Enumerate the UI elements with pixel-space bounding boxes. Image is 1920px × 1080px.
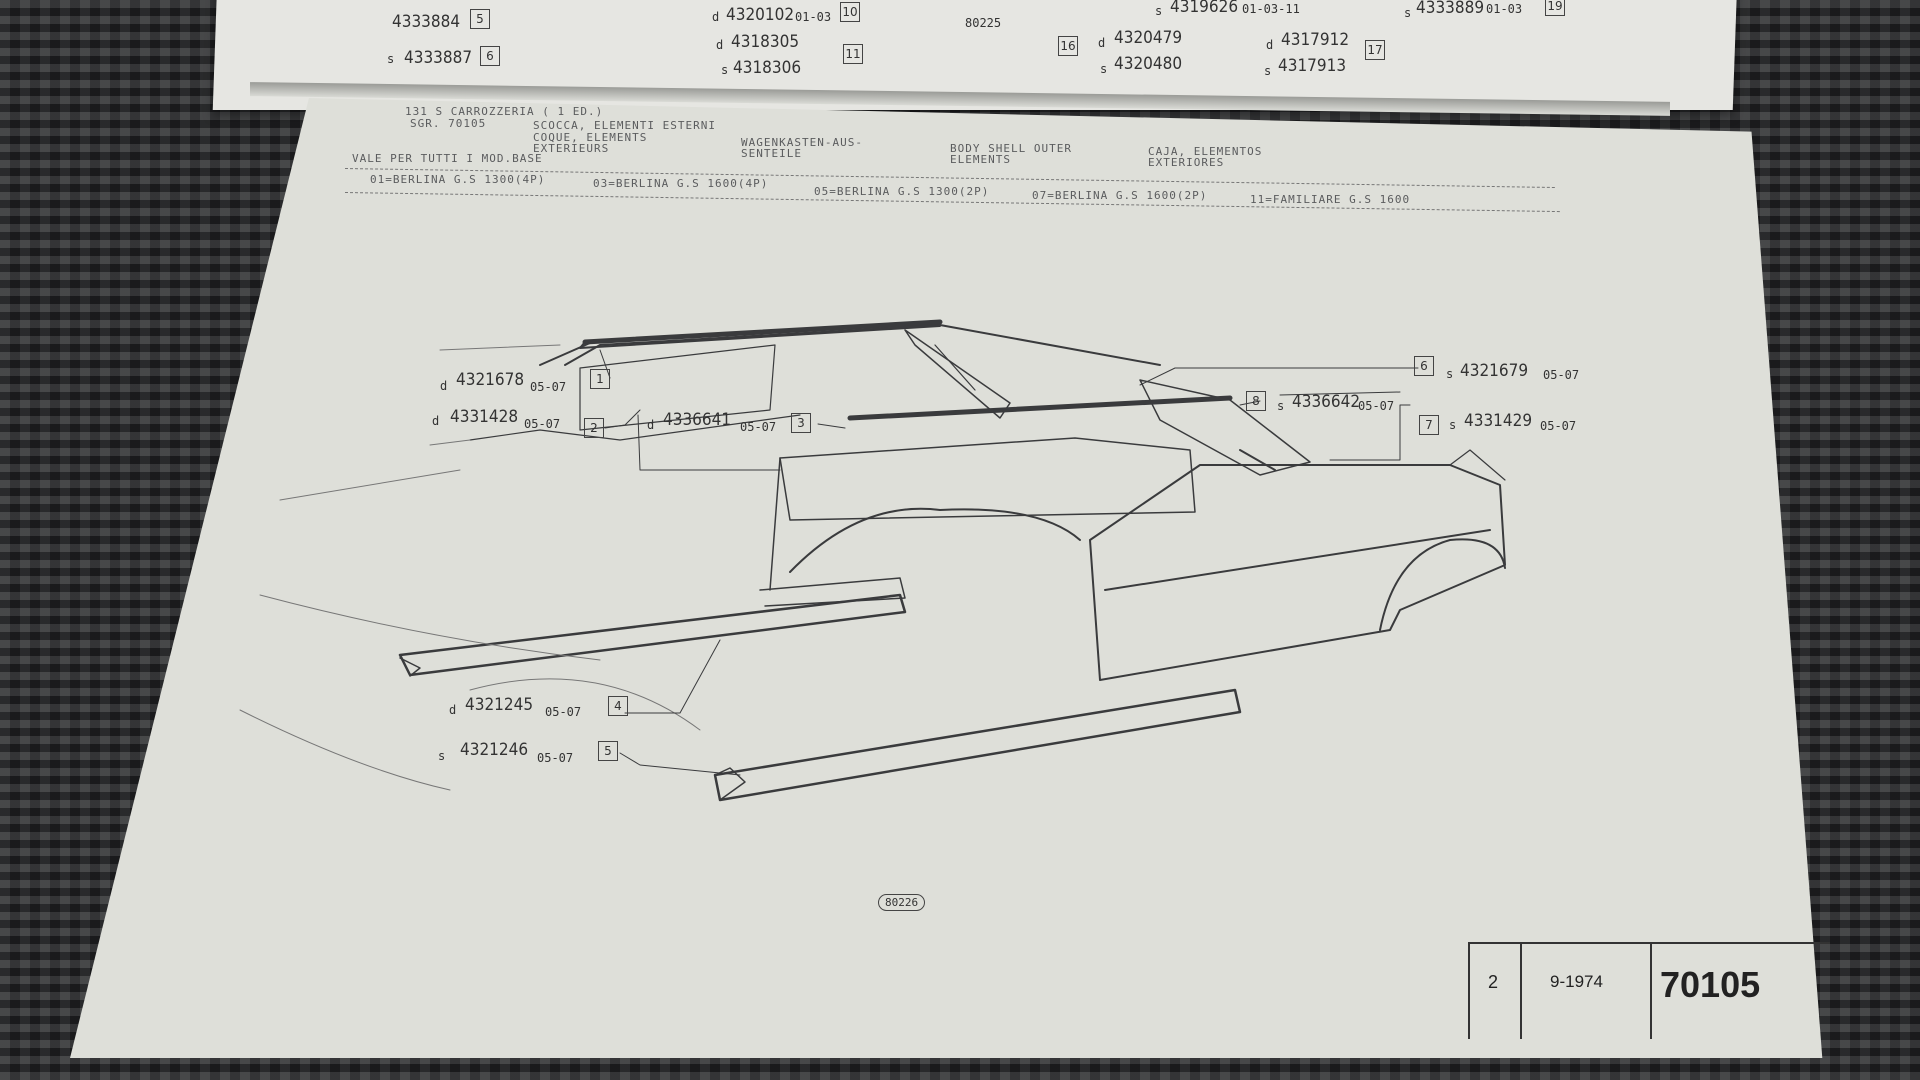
- side-code: s: [387, 52, 395, 66]
- header-french: COQUE, ELEMENTS: [533, 131, 648, 144]
- part-number: 4336641: [663, 410, 732, 430]
- group-number: 70105: [1660, 964, 1761, 1005]
- ref-box: 4: [608, 696, 628, 716]
- model-range: 05-07: [740, 420, 777, 434]
- ref-box: 16: [1058, 36, 1078, 56]
- ref-box: 3: [791, 413, 811, 433]
- model-range: 05-07: [1358, 399, 1395, 413]
- catalog-page: [70, 98, 1823, 1058]
- part-number: 4320102: [726, 5, 795, 25]
- ref-box: 5: [470, 9, 490, 29]
- header-base-note: VALE PER TUTTI I MOD.BASE: [352, 152, 543, 165]
- side-code: d: [1266, 38, 1274, 52]
- b-pillar: [904, 329, 1011, 419]
- rear-sill: [713, 688, 1242, 802]
- date-cell: 9-1974: [1520, 944, 1652, 1039]
- side-code: s: [1100, 62, 1108, 76]
- part-number: 4319626: [1170, 0, 1239, 17]
- part-number: 4336642: [1292, 392, 1361, 412]
- header-english-2: ELEMENTS: [950, 153, 1011, 166]
- side-code: d: [647, 418, 655, 432]
- drawing-code: 80225: [965, 16, 1002, 30]
- part-number: 4321679: [1460, 361, 1529, 381]
- part-number: 4333887: [404, 48, 473, 68]
- side-code: d: [1098, 36, 1106, 50]
- part-number: 4331428: [450, 407, 519, 427]
- ref-box: 1: [590, 369, 610, 389]
- part-number: 4321246: [460, 740, 529, 760]
- header-french-2: EXTERIEURS: [533, 142, 610, 155]
- part-number: 4318306: [733, 58, 802, 78]
- part-number: 4333889: [1416, 0, 1485, 18]
- edition-date: 9-1974: [1550, 972, 1603, 991]
- ref-box: 11: [843, 44, 863, 64]
- roof-rail-molding: [582, 319, 943, 345]
- drip-molding: [847, 395, 1233, 421]
- part-number: 4317913: [1278, 56, 1347, 76]
- side-code: s: [721, 63, 729, 77]
- header-italian: SCOCCA, ELEMENTI ESTERNI: [533, 119, 716, 132]
- part-number: 4320480: [1114, 54, 1183, 74]
- side-code: s: [1446, 367, 1454, 381]
- header-spanish-2: EXTERIORES: [1148, 156, 1225, 169]
- ref-box: 8: [1246, 391, 1266, 411]
- model-range: 05-07: [1543, 368, 1580, 382]
- part-number: 4318305: [731, 32, 800, 52]
- side-code: s: [438, 749, 446, 763]
- part-number: 4331429: [1464, 411, 1533, 431]
- model-range: 05-07: [530, 380, 567, 394]
- side-code: d: [449, 703, 457, 717]
- model-code: 11=FAMILIARE G.S 1600: [1250, 193, 1411, 206]
- ref-box: 10: [840, 2, 860, 22]
- ref-box: 17: [1365, 40, 1385, 60]
- header-english: BODY SHELL OUTER: [950, 142, 1072, 155]
- part-number: 4321245: [465, 695, 534, 715]
- side-code: d: [712, 10, 720, 24]
- model-code: 07=BERLINA G.S 1600(2P): [1032, 189, 1208, 202]
- model-range: 01-03-11: [1242, 2, 1300, 16]
- side-code: s: [1449, 418, 1457, 432]
- header-german-2: SENTEILE: [741, 147, 802, 160]
- ref-box: 2: [584, 418, 604, 438]
- sheet-number: 2: [1488, 972, 1499, 992]
- ref-box: 6: [1414, 356, 1434, 376]
- model-range: 01-03: [1486, 2, 1523, 16]
- header-german: WAGENKASTEN-AUS-: [741, 136, 863, 149]
- ref-box: 6: [480, 46, 500, 66]
- side-code: s: [1264, 64, 1272, 78]
- part-number: 4321678: [456, 370, 525, 390]
- part-number: 4317912: [1281, 30, 1350, 50]
- side-code: d: [440, 379, 448, 393]
- side-code: d: [716, 38, 724, 52]
- model-code: 03=BERLINA G.S 1600(4P): [593, 177, 769, 190]
- header-spanish: CAJA, ELEMENTOS: [1148, 145, 1263, 158]
- model-code: 01=BERLINA G.S 1300(4P): [370, 173, 546, 186]
- model-range: 05-07: [545, 705, 582, 719]
- part-number: 4320479: [1114, 28, 1183, 48]
- side-code: s: [1277, 399, 1285, 413]
- title-block: 2 9-1974 70105: [1468, 942, 1830, 1039]
- side-code: d: [432, 414, 440, 428]
- front-sill: [398, 593, 907, 677]
- model-range: 05-07: [537, 751, 574, 765]
- ref-box: 19: [1545, 0, 1565, 16]
- model-range: 05-07: [1540, 419, 1577, 433]
- side-code: s: [1404, 6, 1412, 20]
- header-model: 131 S CARROZZERIA ( 1 ED.): [405, 105, 604, 118]
- model-range: 01-03: [795, 10, 832, 24]
- model-code: 05=BERLINA G.S 1300(2P): [814, 185, 990, 198]
- ref-box: 7: [1419, 415, 1439, 435]
- sheet-cell: 2: [1470, 944, 1522, 1039]
- side-code: s: [1155, 4, 1163, 18]
- ref-box: 5: [598, 741, 618, 761]
- model-range: 05-07: [524, 417, 561, 431]
- header-group: SGR. 70105: [410, 117, 487, 130]
- drawing-code: 80226: [878, 894, 926, 911]
- part-number: 4333884: [392, 12, 461, 32]
